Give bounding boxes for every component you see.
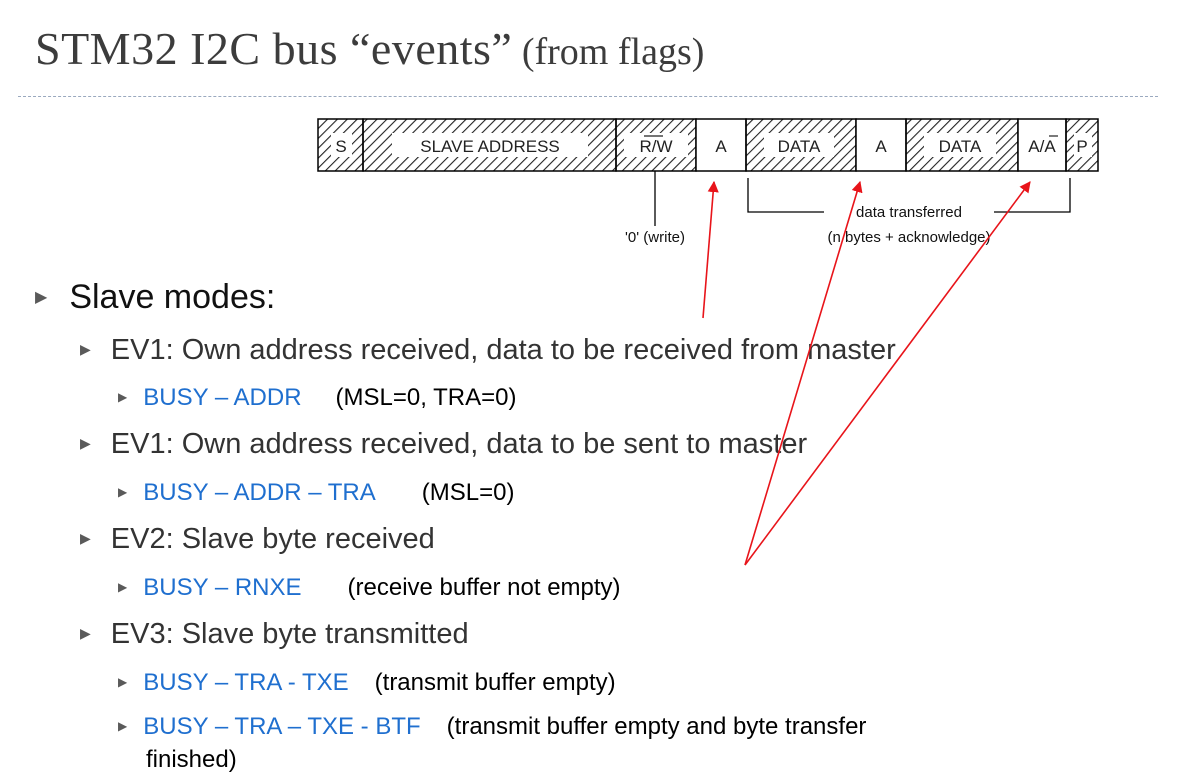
flag-list: BUSY – TRA – TXE - BTF [143,713,421,740]
i2c-frame-diagram: S SLAVE ADDRESS R/W A DATA A DATA A/A P … [317,118,1099,258]
field-label: A/A [1028,137,1056,156]
flag-note: (receive buffer not empty) [347,574,621,601]
bullet-arrow-icon: ▶ [118,485,128,499]
title-main: STM32 I2C bus “events” [35,23,513,74]
field-label: A [875,137,887,156]
bullet-ev3: ▶ EV3: Slave byte transmitted [80,620,469,649]
bullet-ev3-flags-btf-cont: finished) [146,748,237,772]
bullet-slave-modes: ▶ Slave modes: [35,280,275,314]
flag-note: (transmit buffer empty) [374,669,616,696]
field-label: SLAVE ADDRESS [420,137,560,156]
bullet-text: EV2: Slave byte received [110,523,435,555]
bullet-arrow-icon: ▶ [118,675,128,689]
bullet-arrow-icon: ▶ [80,435,91,451]
bullet-ev1-send: ▶ EV1: Own address received, data to be s… [80,430,807,459]
bullet-arrow-icon: ▶ [80,530,91,546]
title-divider [18,96,1158,97]
i2c-frame-svg: S SLAVE ADDRESS R/W A DATA A DATA A/A P … [317,118,1099,246]
bullet-text: EV1: Own address received, data to be re… [110,334,896,366]
write-note: '0' (write) [625,229,685,246]
flag-list: BUSY – TRA - TXE [143,669,349,696]
bullet-ev3-flags-btf: ▶ BUSY – TRA – TXE - BTF (transmit buffer … [118,715,866,739]
field-label: DATA [778,137,821,156]
field-ack-nack [1017,118,1067,172]
bullet-ev1-receive: ▶ EV1: Own address received, data to be r… [80,336,896,365]
bullet-arrow-icon: ▶ [118,390,128,404]
data-transferred-note: data transferred [856,204,962,221]
field-label: P [1076,137,1087,156]
bullet-ev1-send-flags: ▶ BUSY – ADDR – TRA (MSL=0) [118,481,514,505]
flag-note: (transmit buffer empty and byte transfer [446,713,867,740]
field-label: A [715,137,727,156]
bullet-ev2-flags: ▶ BUSY – RNXE (receive buffer not empty) [118,576,621,600]
bullet-arrow-icon: ▶ [118,719,128,733]
title-sub: (from flags) [512,31,705,73]
bytes-ack-note: (n bytes + acknowledge) [827,229,990,246]
page-title: STM32 I2C bus “events” (from flags) [35,26,704,72]
bullet-arrow-icon: ▶ [80,625,91,641]
flag-note: (MSL=0, TRA=0) [335,384,517,411]
bullet-arrow-icon: ▶ [35,289,48,306]
field-label: R/W [639,137,672,156]
bullet-ev1-receive-flags: ▶ BUSY – ADDR (MSL=0, TRA=0) [118,386,517,410]
flag-note: (MSL=0) [421,479,515,506]
bullet-ev3-flags-txe: ▶ BUSY – TRA - TXE (transmit buffer empty) [118,671,616,695]
field-label: DATA [939,137,982,156]
field-ack-2 [855,118,907,172]
flag-note: finished) [146,746,237,773]
bullet-arrow-icon: ▶ [80,341,91,357]
flag-list: BUSY – ADDR [143,384,302,411]
field-label: S [335,137,346,156]
bullet-ev2: ▶ EV2: Slave byte received [80,525,435,554]
flag-list: BUSY – RNXE [143,574,302,601]
bullet-text: Slave modes: [69,278,276,316]
bullet-text: EV1: Own address received, data to be se… [110,428,808,460]
bullet-arrow-icon: ▶ [118,580,128,594]
flag-list: BUSY – ADDR – TRA [143,479,376,506]
bullet-text: EV3: Slave byte transmitted [110,618,469,650]
